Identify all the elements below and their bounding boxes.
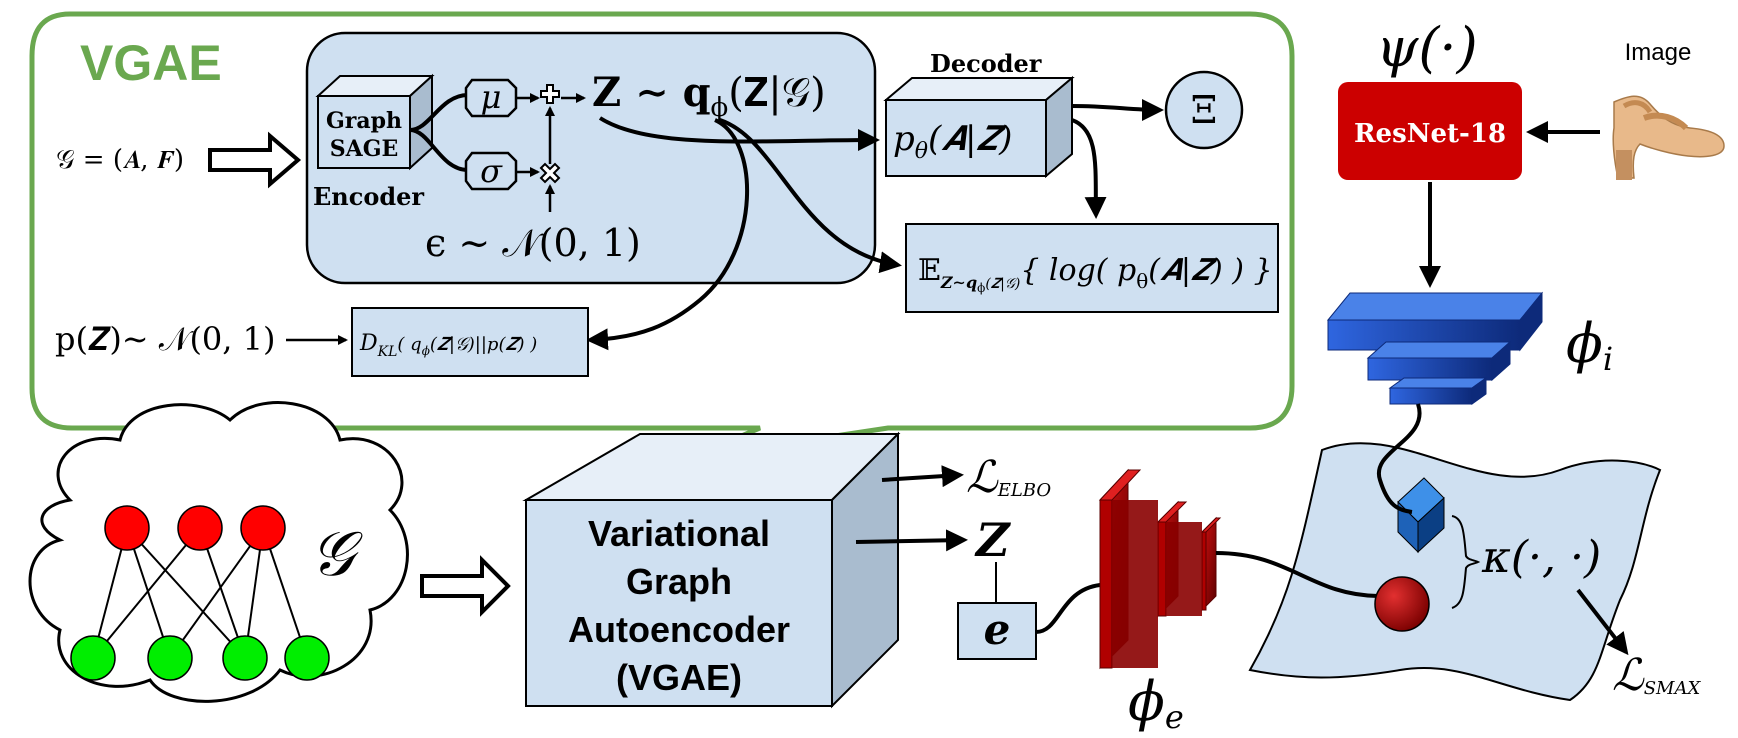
vgae-block-line1: Variational (588, 513, 770, 554)
vgae-block-line4: (VGAE) (616, 657, 742, 698)
phi-e-label: ϕe (1128, 670, 1184, 736)
similarity-brace (1451, 515, 1481, 609)
decoder-label: Decoder (930, 49, 1042, 78)
resnet-box (1338, 82, 1522, 180)
l-elbo-label: ℒELBO (966, 452, 1051, 503)
graph-node (147, 635, 193, 681)
graph-cloud: 𝒢 (28, 401, 409, 703)
graphsage-line2: SAGE (330, 136, 399, 162)
vgae-block-line3: Autoencoder (568, 609, 790, 650)
epsilon-label: ϵ ∼ 𝒩(0, 1) (425, 221, 641, 265)
decoder-box-text: pθ(𝑨|𝒁) (893, 119, 1012, 164)
plus-operator (540, 84, 560, 104)
graph-node (70, 635, 116, 681)
sigma-box: σ (464, 151, 518, 191)
graphsage-cube: Graph SAGE (315, 73, 435, 171)
input-hollow-arrow (208, 131, 302, 189)
resnet-label: ResNet-18 (1354, 119, 1506, 149)
xi-label: Ξ (1191, 88, 1218, 132)
graphsage-line1: Graph (326, 108, 402, 134)
kl-text: DKL( qϕ(𝒁|𝒢)||p(𝒁) ) (359, 331, 537, 360)
graph-node (284, 635, 330, 681)
graph-node (104, 505, 150, 551)
decoder-cube: pθ(𝑨|𝒁) (883, 75, 1075, 179)
graph-node (240, 505, 286, 551)
inset-title: VGAE (80, 35, 222, 91)
sigma-label: σ (480, 152, 503, 190)
sandal-image (1612, 95, 1725, 180)
image-label: Image (1625, 39, 1692, 66)
prior-label: p(𝒁)∼ 𝒩(0, 1) (55, 320, 275, 358)
encoder-panel (305, 31, 877, 285)
vgae-block: Variational Graph Autoencoder (VGAE) (522, 431, 901, 709)
e-box (957, 602, 1037, 660)
mu-box: μ (464, 78, 518, 118)
latent-label: 𝐙 ∼ qϕ(𝐙|𝒢) (592, 69, 826, 123)
encoder-label: Encoder (313, 182, 424, 211)
embedding-manifold (1248, 442, 1662, 702)
graph-input-label: 𝒢 = (𝑨, 𝑭) (56, 145, 184, 175)
vgae-block-line2: Graph (626, 561, 732, 602)
phi-e-network (1098, 468, 1222, 670)
z-label: 𝒁 (974, 513, 1011, 567)
item-embedding-ball (1374, 576, 1430, 632)
mu-label: μ (481, 78, 502, 116)
times-operator (539, 162, 561, 184)
graph-to-vgae-arrow (420, 555, 511, 617)
vgae-inset: VGAE 𝒢 = (𝑨, 𝑭) Graph SAGE Encoder μ σ (29, 11, 1295, 461)
phi-i-label: ϕi (1566, 312, 1613, 378)
expectation-text: 𝔼𝒁∼qϕ(𝒁|𝒢){ log( pθ(𝑨|𝒁) ) } (918, 253, 1273, 295)
expectation-box (905, 223, 1279, 313)
kl-box (351, 307, 589, 377)
graph-node (222, 635, 268, 681)
l-smax-label: ℒSMAX (1612, 650, 1701, 701)
phi-i-network (1326, 291, 1544, 405)
e-label: 𝒆 (984, 605, 1011, 654)
xi-node (1164, 70, 1244, 150)
graph-node (177, 505, 223, 551)
psi-label: ψ(·) (1376, 16, 1478, 79)
kappa-label: κ(·, ·) (1481, 532, 1601, 583)
